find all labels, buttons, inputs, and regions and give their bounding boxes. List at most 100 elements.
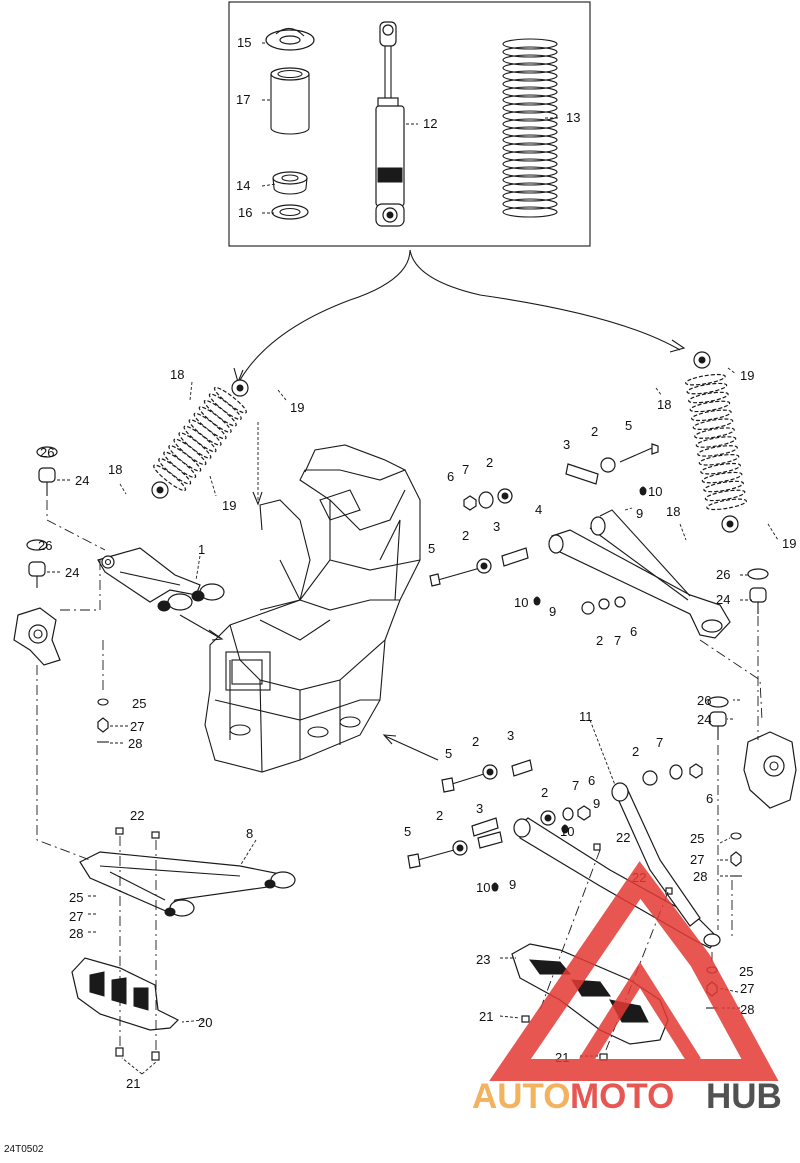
coil-over-spring-coil [208, 393, 242, 421]
coil-over-spring-coil [198, 406, 232, 433]
callout-7: 7 [614, 633, 621, 648]
callout-28: 28 [69, 926, 83, 941]
coil-over-spring-coil [688, 391, 729, 404]
spring-coil [502, 46, 558, 58]
coil-over-spring-coil [694, 427, 735, 439]
spring-coil [502, 142, 558, 154]
callout-19: 19 [782, 536, 796, 551]
coil-over-spring-coil [697, 445, 738, 457]
callout-3: 3 [493, 519, 500, 534]
spring-coil [502, 158, 558, 170]
watermark-text-auto: AUTO [472, 1077, 571, 1116]
coil-over-spring-coil [183, 425, 217, 453]
coil-over-spring-coil [695, 436, 737, 448]
callout-10: 10 [514, 595, 528, 610]
callout-24: 24 [65, 565, 79, 580]
coil-over-spring-coil [691, 409, 732, 422]
coil-over-spring-coil [153, 464, 187, 492]
coil-over-spring-coil [213, 386, 247, 414]
left-shock-assembly [151, 379, 249, 499]
callout-19: 19 [222, 498, 236, 513]
callout-24: 24 [75, 473, 89, 488]
leader-lines [47, 42, 779, 1075]
callout-2: 2 [472, 734, 479, 749]
callout-27: 27 [740, 981, 754, 996]
left-skid-plate-20 [71, 957, 180, 1031]
coil-over-spring-coil [689, 400, 731, 413]
spring-coil [502, 62, 558, 74]
coil-over-spring-coil [704, 489, 746, 502]
coil-over-spring-coil [685, 373, 726, 386]
callout-27: 27 [69, 909, 83, 924]
spring-coil [502, 206, 558, 218]
spring-coil [502, 174, 558, 186]
right-shock-assembly [685, 351, 747, 533]
drawing-code: 24T0502 [4, 1144, 44, 1155]
callout-3: 3 [507, 728, 514, 743]
coil-spring-13 [502, 38, 558, 218]
coil-over-spring-coil [203, 399, 237, 427]
coil-over-spring-coil [686, 382, 728, 395]
assembly-arrows [233, 249, 686, 384]
callout-2: 2 [541, 785, 548, 800]
callout-19: 19 [290, 400, 304, 415]
callout-6: 6 [588, 773, 595, 788]
spring-coil [502, 38, 558, 50]
watermark-text-hub: HUB [706, 1077, 782, 1116]
callout-2: 2 [436, 808, 443, 823]
coil-over-spring-coil [193, 412, 227, 440]
callout-10: 10 [476, 880, 490, 895]
spring-coil [502, 110, 558, 122]
callout-25: 25 [69, 890, 83, 905]
callout-6: 6 [447, 469, 454, 484]
callout-2: 2 [596, 633, 603, 648]
callout-6: 6 [706, 791, 713, 806]
callout-10: 10 [648, 484, 662, 499]
washer-16 [271, 204, 309, 220]
callout-19: 19 [740, 368, 754, 383]
callout-26: 26 [697, 693, 711, 708]
callout-26: 26 [38, 538, 52, 553]
coil-over-spring-coil [173, 438, 207, 466]
callout-20: 20 [198, 1015, 212, 1030]
callout-21: 21 [126, 1076, 140, 1091]
left-steering-knuckle [13, 607, 61, 666]
spring-coil [502, 134, 558, 146]
vehicle-frame [204, 444, 421, 773]
callout-18: 18 [170, 367, 184, 382]
left-lower-a-arm-8 [79, 851, 296, 917]
callout-22: 22 [130, 808, 144, 823]
shock-components-inset [228, 1, 591, 247]
callout-25: 25 [690, 831, 704, 846]
callout-11: 11 [579, 709, 593, 724]
callout-28: 28 [740, 1002, 754, 1017]
callout-23: 23 [476, 952, 490, 967]
left-ball-joint-upper [36, 446, 58, 496]
callout-4: 4 [535, 502, 542, 517]
coil-over-spring-coil [168, 445, 202, 472]
coil-over-spring-coil [698, 454, 740, 466]
callout-28: 28 [128, 736, 142, 751]
callout-24: 24 [716, 592, 730, 607]
callout-7: 7 [572, 778, 579, 793]
callout-15: 15 [237, 35, 251, 50]
coil-over-spring-coil [692, 418, 734, 430]
left-upper-a-arm-1 [97, 547, 225, 612]
spring-coil [502, 126, 558, 138]
callout-5: 5 [625, 418, 632, 433]
bushing-14 [272, 171, 308, 195]
shock-absorber-12 [375, 21, 405, 227]
callout-27: 27 [130, 719, 144, 734]
callout-21: 21 [479, 1009, 493, 1024]
spring-coil [502, 150, 558, 162]
spring-coil [502, 118, 558, 130]
callout-6: 6 [630, 624, 637, 639]
callout-5: 5 [404, 824, 411, 839]
callout-25: 25 [132, 696, 146, 711]
callout-26: 26 [716, 567, 730, 582]
callout-1: 1 [198, 542, 205, 557]
callout-9: 9 [636, 506, 643, 521]
spring-coil [502, 78, 558, 90]
